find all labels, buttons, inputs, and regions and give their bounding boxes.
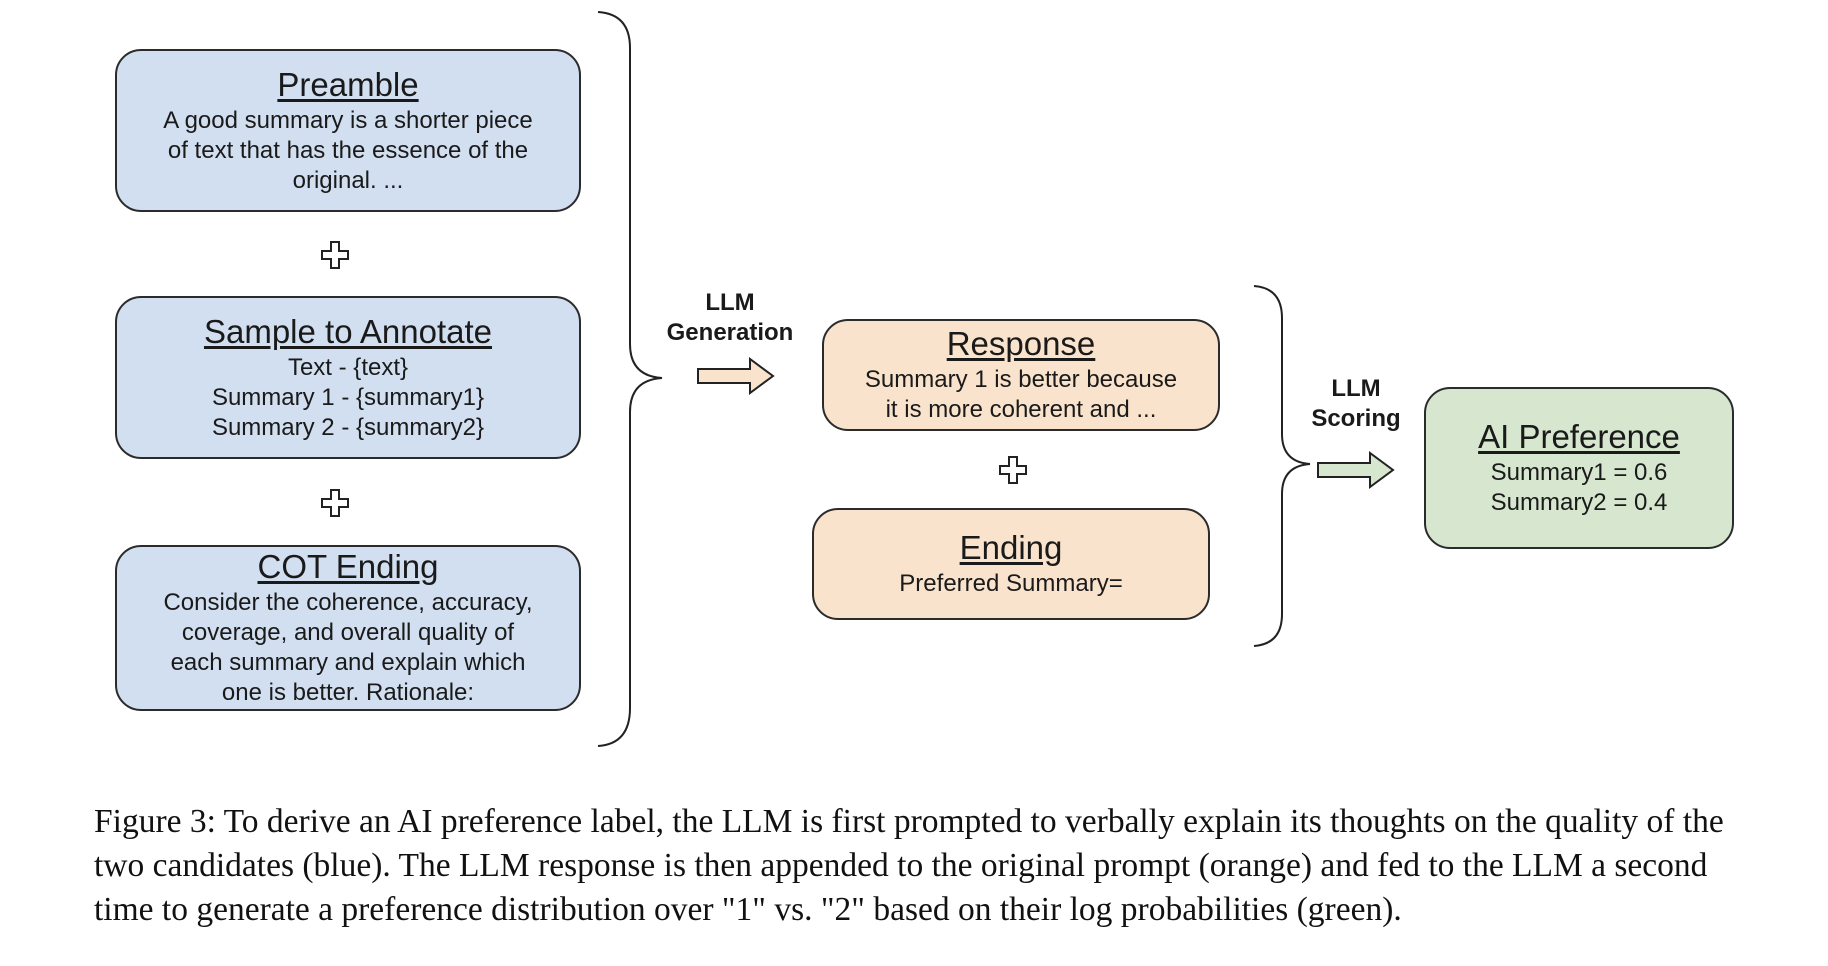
ai-preference-values: Summary1 = 0.6 Summary2 = 0.4 [1491, 458, 1668, 518]
cot-line: each summary and explain which [170, 649, 526, 676]
ai-preference-line: Summary2 = 0.4 [1490, 489, 1668, 516]
ai-preference-box: AI Preference Summary1 = 0.6 Summary2 = … [1424, 387, 1734, 549]
sample-to-annotate-box: Sample to Annotate Text - {text} Summary… [115, 296, 581, 459]
ending-title: Ending [959, 529, 1063, 566]
response-line: it is more coherent and ... [885, 396, 1157, 423]
middle-group-brace [1253, 285, 1311, 647]
sample-line: Summary 2 - {summary2} [211, 413, 485, 441]
right-arrow-icon [1317, 451, 1395, 489]
llm-generation-label-line1: LLM [705, 289, 755, 316]
preamble-title: Preamble [277, 65, 419, 103]
llm-generation-label: LLM Generation [660, 288, 800, 348]
cot-title: COT Ending [257, 548, 439, 585]
sample-text: Text - {text} Summary 1 - {summary1} Sum… [212, 353, 484, 443]
llm-scoring-label-line2: Scoring [1311, 405, 1401, 432]
cot-text: Consider the coherence, accuracy, covera… [163, 588, 532, 708]
cot-line: Consider the coherence, accuracy, [163, 589, 533, 616]
response-title: Response [946, 325, 1096, 362]
preamble-line: A good summary is a shorter piece [163, 106, 533, 134]
sample-line: Summary 1 - {summary1} [211, 383, 485, 411]
cot-ending-box: COT Ending Consider the coherence, accur… [115, 545, 581, 711]
cot-line: coverage, and overall quality of [181, 619, 515, 646]
plus-icon [999, 456, 1027, 484]
plus-icon [321, 241, 349, 269]
preamble-text: A good summary is a shorter piece of tex… [163, 106, 533, 196]
llm-scoring-label: LLM Scoring [1296, 374, 1416, 434]
llm-generation-label-line2: Generation [666, 319, 794, 346]
preamble-line: of text that has the essence of the [167, 136, 529, 164]
llm-scoring-label-line1: LLM [1331, 375, 1381, 402]
left-group-brace [597, 11, 663, 747]
response-text: Summary 1 is better because it is more c… [865, 365, 1177, 425]
response-box: Response Summary 1 is better because it … [822, 319, 1220, 431]
response-line: Summary 1 is better because [864, 366, 1178, 393]
preamble-line: original. ... [292, 166, 404, 194]
cot-line: one is better. Rationale: [221, 679, 475, 706]
ending-text: Preferred Summary= [899, 569, 1122, 599]
preamble-box: Preamble A good summary is a shorter pie… [115, 49, 581, 212]
ending-line: Preferred Summary= [899, 570, 1123, 597]
ai-preference-title: AI Preference [1478, 418, 1680, 455]
sample-title: Sample to Annotate [203, 312, 493, 350]
right-arrow-icon [697, 357, 775, 395]
figure-caption: Figure 3: To derive an AI preference lab… [94, 803, 1724, 928]
plus-icon [321, 489, 349, 517]
ending-box: Ending Preferred Summary= [812, 508, 1210, 620]
sample-line: Text - {text} [287, 353, 409, 381]
ai-preference-line: Summary1 = 0.6 [1490, 459, 1668, 486]
